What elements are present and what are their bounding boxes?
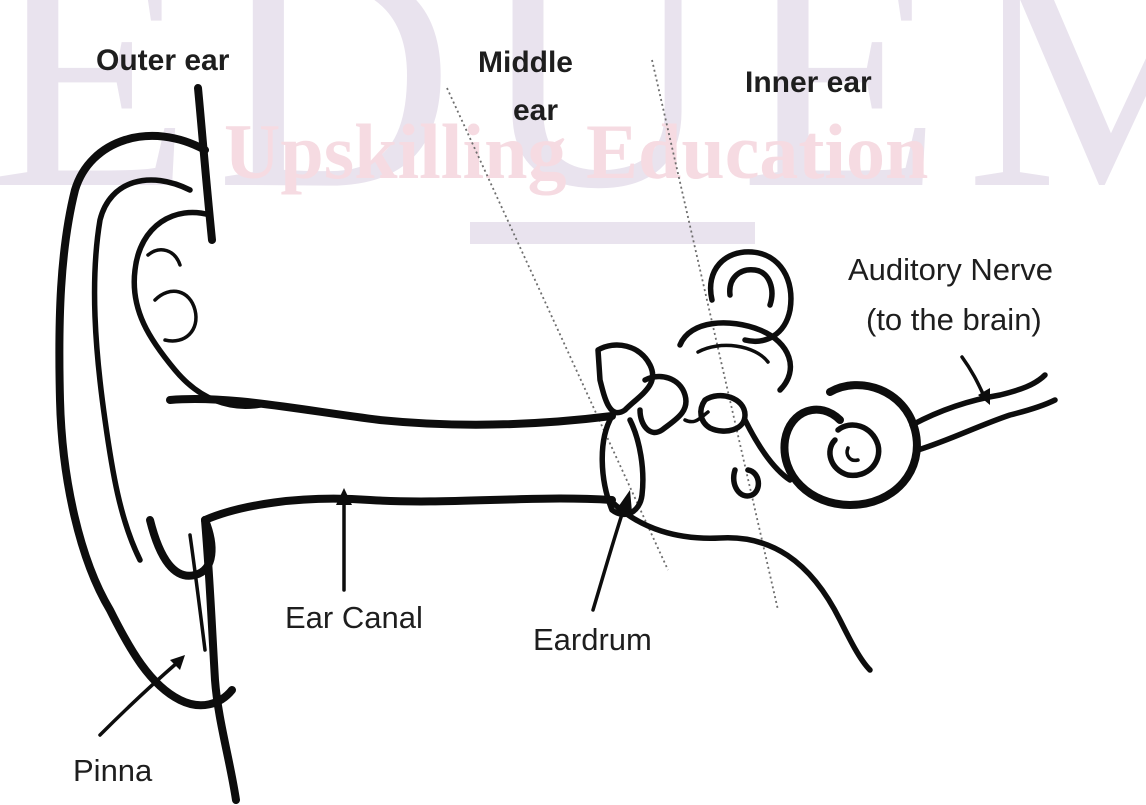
cochlea-mid	[830, 425, 879, 475]
label-middle-ear-line2: ear	[513, 94, 558, 127]
label-eardrum: Eardrum	[533, 622, 652, 657]
auditory-nerve-illustration	[912, 375, 1055, 450]
nerve-arrow-shaft	[962, 357, 985, 398]
canal-lower-wall	[205, 499, 612, 520]
label-middle-ear-line1: Middle	[478, 46, 573, 79]
watermark-bar	[470, 222, 755, 244]
pinna-arrow-shaft	[100, 662, 178, 735]
label-auditory-nerve-line2: (to the brain)	[866, 302, 1042, 337]
label-auditory-nerve-line1: Auditory Nerve	[848, 252, 1053, 287]
label-ear-canal: Ear Canal	[285, 600, 423, 635]
pinna-jaw-line	[205, 520, 236, 800]
nerve-lower-branch	[918, 400, 1055, 450]
pinna-inner-edge	[190, 535, 205, 650]
watermark-tagline: Upskilling Education	[224, 108, 928, 195]
round-window	[734, 470, 759, 496]
eardrum-arrow-shaft	[593, 505, 625, 610]
ear-canal-illustration	[170, 399, 612, 520]
canal-upper-wall	[170, 399, 612, 425]
cochlea-center	[847, 448, 858, 460]
eardrum-arrowhead	[616, 490, 632, 512]
pinna-concha	[155, 291, 196, 341]
semicircular-canal-2	[730, 270, 772, 305]
label-arrows	[100, 357, 990, 735]
label-outer-ear: Outer ear	[96, 44, 230, 77]
inner-ear-illustration	[680, 252, 917, 505]
label-pinna: Pinna	[73, 753, 153, 788]
label-inner-ear: Inner ear	[745, 66, 872, 99]
semicircular-canal-inner	[698, 345, 768, 362]
cochlea-outer	[784, 385, 916, 505]
